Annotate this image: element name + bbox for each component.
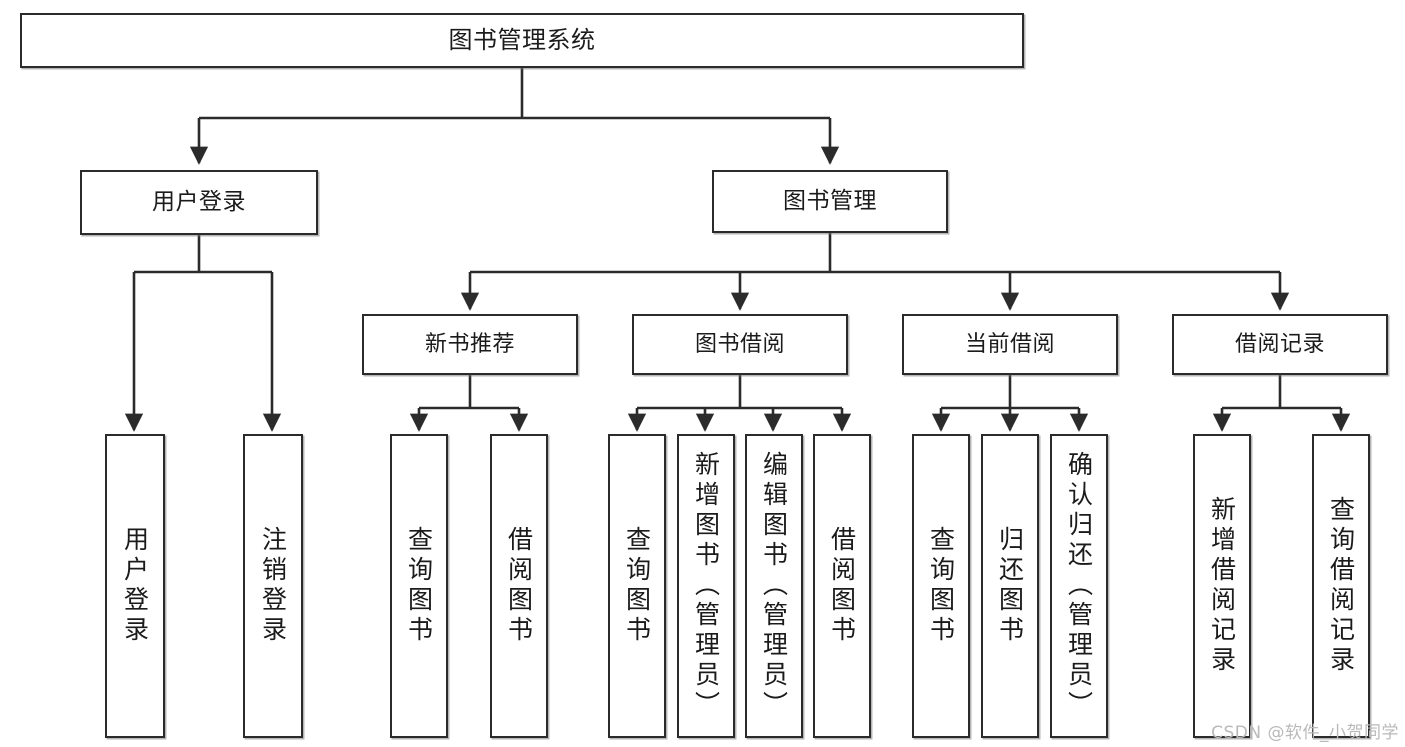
node-label: 当前借阅 <box>964 331 1055 357</box>
leaf-user-login-logout[interactable]: 注销登录 <box>243 434 303 738</box>
node-book-borrow[interactable]: 图书借阅 <box>632 314 848 375</box>
leaf-borrow-edit-book[interactable]: 编辑图书（管理员） <box>745 434 803 738</box>
node-label: 查询图书 <box>926 526 956 646</box>
node-label: 新书推荐 <box>424 331 515 357</box>
leaf-borrow-borrow-book[interactable]: 借阅图书 <box>813 434 871 738</box>
leaf-new-book-borrow[interactable]: 借阅图书 <box>490 434 548 738</box>
node-label: 新增图书（管理员） <box>691 451 721 721</box>
node-label: 查询图书 <box>404 526 434 646</box>
node-label: 图书管理系统 <box>448 26 596 55</box>
leaf-new-book-query[interactable]: 查询图书 <box>390 434 448 738</box>
node-current-borrow[interactable]: 当前借阅 <box>902 314 1118 375</box>
node-label: 用户登录 <box>120 526 150 646</box>
node-user-login[interactable]: 用户登录 <box>80 170 318 235</box>
leaf-record-add[interactable]: 新增借阅记录 <box>1193 434 1251 738</box>
leaf-current-confirm-return[interactable]: 确认归还（管理员） <box>1050 434 1108 738</box>
node-label: 新增借阅记录 <box>1207 496 1237 676</box>
leaf-record-query[interactable]: 查询借阅记录 <box>1312 434 1370 738</box>
node-book-management[interactable]: 图书管理 <box>712 170 948 233</box>
node-label: 注销登录 <box>258 526 288 646</box>
node-borrow-record[interactable]: 借阅记录 <box>1172 314 1388 375</box>
leaf-user-login-login[interactable]: 用户登录 <box>105 434 165 738</box>
node-label: 借阅图书 <box>827 526 857 646</box>
node-label: 用户登录 <box>152 188 246 215</box>
node-label: 图书管理 <box>783 187 877 214</box>
node-label: 查询图书 <box>622 526 652 646</box>
node-root-system[interactable]: 图书管理系统 <box>20 13 1024 68</box>
node-label: 归还图书 <box>995 526 1025 646</box>
node-label: 借阅记录 <box>1234 331 1325 357</box>
node-label: 借阅图书 <box>504 526 534 646</box>
node-label: 确认归还（管理员） <box>1064 451 1094 721</box>
node-label: 编辑图书（管理员） <box>759 451 789 721</box>
node-label: 图书借阅 <box>694 331 785 357</box>
node-label: 查询借阅记录 <box>1326 496 1356 676</box>
leaf-current-return-book[interactable]: 归还图书 <box>981 434 1039 738</box>
leaf-borrow-query-book[interactable]: 查询图书 <box>608 434 666 738</box>
node-new-book-recommend[interactable]: 新书推荐 <box>362 314 578 375</box>
leaf-borrow-add-book[interactable]: 新增图书（管理员） <box>677 434 735 738</box>
leaf-current-query-book[interactable]: 查询图书 <box>912 434 970 738</box>
watermark-text: CSDN @软件_小贺同学 <box>1211 723 1399 743</box>
